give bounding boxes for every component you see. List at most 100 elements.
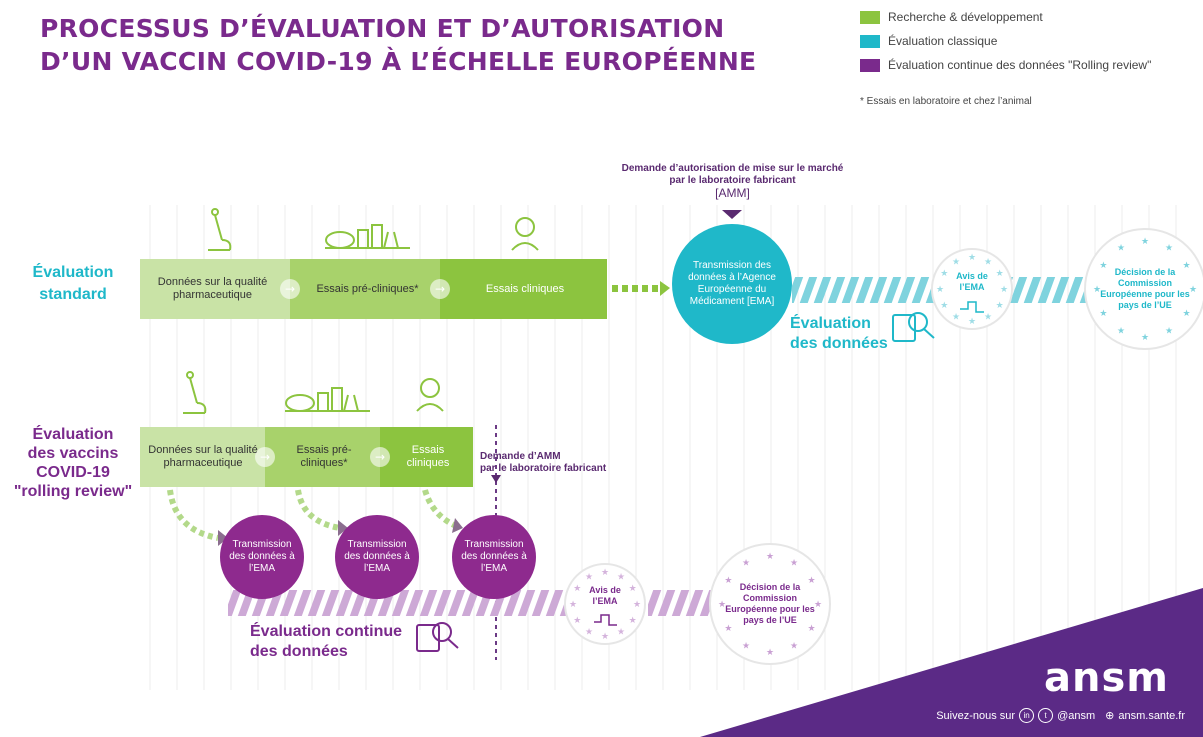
eu-star: ★	[569, 599, 577, 609]
std-step-preclinical-bg	[290, 259, 440, 319]
footer-social: Suivez-nous sur in t @ansm ⊕ ansm.sante.…	[936, 708, 1185, 723]
legend-item-classic: Évaluation classique	[860, 34, 997, 48]
eu-star: ★	[573, 583, 581, 593]
eu-star: ★	[1165, 326, 1173, 336]
rr-step-quality: Données sur la qualité pharmaceutique	[148, 444, 258, 469]
eu-star: ★	[718, 599, 726, 609]
globe-icon: ⊕	[1105, 710, 1115, 722]
linkedin-icon[interactable]: in	[1019, 708, 1035, 723]
std-dotted-arrow	[612, 281, 670, 296]
svg-text:→: →	[285, 282, 295, 296]
rr-amm-request: Demande d’AMM par le laboratoire fabrica…	[480, 451, 630, 475]
eu-star: ★	[996, 300, 1004, 310]
eu-star: ★	[601, 631, 609, 641]
std-step-clinical-bg	[440, 259, 607, 319]
eu-star: ★	[617, 627, 625, 637]
amm-marker	[722, 210, 742, 219]
eu-star: ★	[1099, 260, 1107, 270]
rr-step-preclinical: Essais pré-cliniques*	[296, 444, 352, 469]
eu-star: ★	[1165, 242, 1173, 252]
page-title: PROCESSUS D’ÉVALUATION ET D’AUTORISATION…	[40, 12, 756, 78]
legend-item-rd: Recherche & développement	[860, 10, 1043, 24]
eu-star: ★	[629, 583, 637, 593]
std-amm-request-line3: [AMM]	[715, 186, 750, 200]
eu-star: ★	[1141, 236, 1149, 246]
rr-step-clinical: Essais cliniques	[406, 444, 450, 469]
legend-swatch	[860, 58, 880, 72]
rr-row-label-line4: "rolling review"	[13, 483, 133, 500]
rr-eval-band-2	[648, 590, 718, 616]
eu-star: ★	[940, 300, 948, 310]
eu-star: ★	[936, 284, 944, 294]
legend-swatch	[860, 10, 880, 24]
std-step-quality-bg	[140, 259, 290, 319]
eu-star: ★	[1141, 332, 1149, 342]
eu-star: ★	[601, 567, 609, 577]
rr-avis-circle	[564, 563, 646, 645]
std-arrow-icon-2	[430, 279, 450, 299]
legend-label: Évaluation continue des données "Rolling…	[888, 58, 1152, 72]
rr-lab-icon	[285, 387, 370, 412]
svg-text:→: →	[260, 450, 270, 464]
rr-row-label: Évaluation des vaccins COVID-19 "rolling…	[8, 425, 138, 501]
std-lab-icon	[325, 224, 410, 249]
eu-star: ★	[968, 252, 976, 262]
rr-arrow-icon-1	[255, 447, 275, 467]
std-eval-label-line1: Évaluation	[790, 315, 871, 332]
eu-star: ★	[984, 256, 992, 266]
footer-banner	[700, 588, 1203, 737]
std-step-quality: Données sur la qualité pharmaceutique	[157, 276, 268, 301]
std-amm-request-line2: par le laboratoire fabricant	[669, 175, 796, 186]
eu-star: ★	[633, 599, 641, 609]
eu-star: ★	[617, 571, 625, 581]
eu-star: ★	[1000, 284, 1008, 294]
rr-eval-label: Évaluation continue des données	[250, 622, 402, 662]
footer-site-link[interactable]: ansm.sante.fr	[1118, 709, 1185, 722]
rr-row-label-line1: Évaluation	[32, 426, 114, 443]
std-decision-circle	[1084, 228, 1203, 350]
std-row-label-line2: standard	[39, 286, 107, 303]
rr-transmission-text-2: Transmission des données à l’EMA	[344, 539, 410, 574]
footer-handle[interactable]: @ansm	[1057, 709, 1096, 722]
rr-transmission-text-3: Transmission des données à l’EMA	[461, 539, 527, 574]
rr-amm-request-line1: Demande d’AMM	[480, 451, 561, 462]
eu-star: ★	[1183, 308, 1191, 318]
rr-row-label-line2: des vaccins	[27, 445, 119, 462]
eu-star: ★	[724, 623, 732, 633]
eu-star: ★	[814, 599, 822, 609]
eu-star: ★	[996, 268, 1004, 278]
rr-microscope-icon	[183, 371, 207, 414]
eu-star: ★	[766, 647, 774, 657]
rr-eval-label-line1: Évaluation continue	[250, 623, 403, 640]
rr-magnifier-icon	[416, 622, 459, 652]
rr-transmission-text-1: Transmission des données à l’EMA	[229, 539, 295, 574]
std-transmission-text: Transmission des données à l’Agence Euro…	[688, 260, 776, 307]
eu-star: ★	[790, 557, 798, 567]
rr-step-preclinical-bg	[265, 427, 380, 487]
eu-star: ★	[984, 312, 992, 322]
std-microscope-icon	[208, 208, 232, 251]
eu-star: ★	[940, 268, 948, 278]
eu-star: ★	[724, 575, 732, 585]
footer-follow-text: Suivez-nous sur	[936, 709, 1016, 722]
eu-star: ★	[968, 316, 976, 326]
eu-star: ★	[1099, 308, 1107, 318]
eu-star: ★	[1183, 260, 1191, 270]
rr-dotted-arrows	[167, 489, 458, 541]
twitter-icon[interactable]: t	[1038, 708, 1054, 723]
std-eval-label: Évaluation des données	[790, 314, 888, 354]
eu-star: ★	[1189, 284, 1197, 294]
title-line-2: D’UN VACCIN COVID-19 À L’ÉCHELLE EUROPÉE…	[40, 47, 757, 76]
eu-star: ★	[629, 615, 637, 625]
legend-label: Évaluation classique	[888, 34, 998, 48]
legend-swatch	[860, 34, 880, 48]
title-line-1: PROCESSUS D’ÉVALUATION ET D’AUTORISATION	[40, 14, 725, 43]
rr-eval-label-line2: des données	[250, 643, 348, 660]
legend-item-rolling: Évaluation continue des données "Rolling…	[860, 58, 1151, 72]
rr-decision-text: Décision de la Commission Européenne pou…	[725, 582, 815, 625]
rr-decision-circle	[709, 543, 831, 665]
std-amm-request: Demande d’autorisation de mise sur le ma…	[600, 163, 865, 199]
eu-star: ★	[766, 551, 774, 561]
eu-star: ★	[585, 571, 593, 581]
std-decision-text: Décision de la Commission Européenne pou…	[1100, 267, 1190, 310]
